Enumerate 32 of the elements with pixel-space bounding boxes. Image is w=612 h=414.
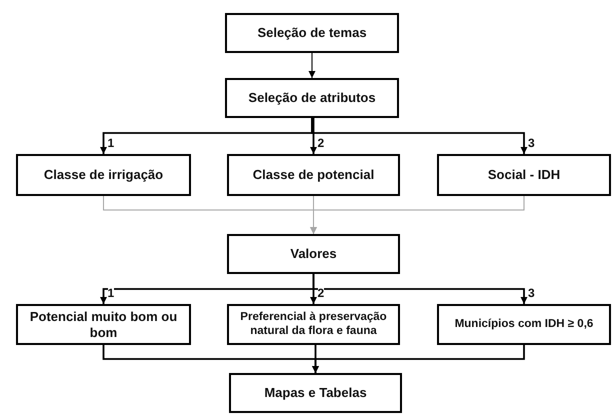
edge-label: 1 xyxy=(108,137,114,149)
process-box xyxy=(16,154,191,196)
edge-label: 2 xyxy=(318,137,324,149)
process-box xyxy=(229,373,402,413)
process-box xyxy=(225,13,399,53)
edge-label: 2 xyxy=(318,287,324,299)
process-box xyxy=(225,78,399,118)
arrow xyxy=(311,118,528,154)
box-text: Seleção de atributos xyxy=(248,90,376,106)
process-box xyxy=(227,304,400,345)
box-text: Social - IDH xyxy=(488,167,560,183)
arrow xyxy=(308,52,316,78)
process-box xyxy=(227,154,400,196)
box-text: Classe de potencial xyxy=(252,167,374,183)
box-text: Municípios com IDH ≥ 0,6 xyxy=(454,318,594,332)
arrow xyxy=(312,345,525,373)
edge-label: 1 xyxy=(108,287,114,299)
edge-label: 3 xyxy=(528,287,535,299)
box-text: Valores xyxy=(290,246,337,262)
arrow xyxy=(310,196,524,234)
edge-label: 3 xyxy=(528,137,535,149)
arrow xyxy=(310,118,317,154)
arrow xyxy=(312,274,528,304)
box-text: Preferencial à preservação natural da flora e fauna xyxy=(239,310,388,338)
box-text: Mapas e Tabelas xyxy=(264,385,367,401)
process-box xyxy=(227,234,400,274)
process-box xyxy=(437,304,611,345)
box-text: Classe de irrigação xyxy=(44,167,164,183)
process-box xyxy=(16,304,191,345)
box-text: Seleção de temas xyxy=(257,25,367,41)
process-box xyxy=(437,154,611,196)
box-text: Potencial muito bom ou bom xyxy=(28,308,178,340)
